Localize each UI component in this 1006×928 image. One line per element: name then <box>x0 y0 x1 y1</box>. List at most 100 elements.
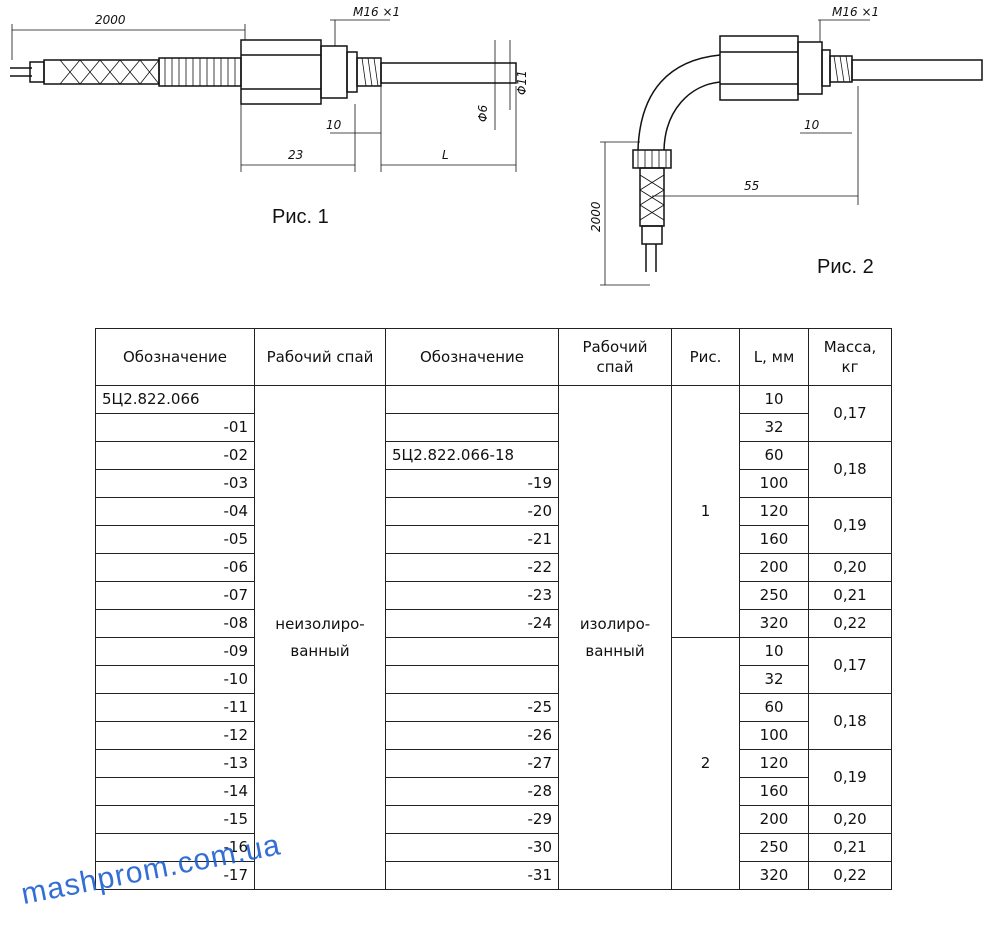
cell-designation-a: -12 <box>95 721 255 750</box>
cell-length: 10 <box>739 637 809 666</box>
cell-junction-a: неизолиро-ванный <box>254 385 386 890</box>
cell-designation-a: -17 <box>95 861 255 890</box>
fig1-dim-inner-diameter: Φ6 <box>476 105 490 122</box>
fig1-dim-outer-diameter: Φ11 <box>515 70 529 95</box>
cell-mass: 0,17 <box>808 385 892 442</box>
cell-length: 100 <box>739 721 809 750</box>
cell-designation-a: -07 <box>95 581 255 610</box>
cell-mass: 0,17 <box>808 637 892 694</box>
cell-mass: 0,20 <box>808 805 892 834</box>
cell-designation-a: 5Ц2.822.066 <box>95 385 255 414</box>
cell-designation-b: -27 <box>385 749 559 778</box>
cell-designation-a: -14 <box>95 777 255 806</box>
cell-length: 250 <box>739 581 809 610</box>
cell-designation-a: -15 <box>95 805 255 834</box>
figure-1-drawing <box>10 19 517 172</box>
header-designation-a: Обозначение <box>95 328 255 386</box>
cell-designation-b <box>385 637 559 666</box>
cell-designation-b <box>385 385 559 414</box>
cell-length: 200 <box>739 805 809 834</box>
cell-mass: 0,19 <box>808 749 892 806</box>
fig1-dim-body: 23 <box>288 148 303 162</box>
cell-designation-b: -29 <box>385 805 559 834</box>
table-row: -12 -26 100 <box>95 721 892 750</box>
cell-length: 60 <box>739 441 809 470</box>
cell-length: 10 <box>739 385 809 414</box>
header-designation-b: Обозначение <box>385 328 559 386</box>
table-row: -10 32 <box>95 665 892 694</box>
cell-mass: 0,18 <box>808 441 892 498</box>
fig2-dim-thread: M16 ×1 <box>832 5 879 19</box>
header-junction-b: Рабочий спай <box>558 328 672 386</box>
cell-mass: 0,20 <box>808 553 892 582</box>
table-row: -03 -19 100 <box>95 469 892 498</box>
header-figure: Рис. <box>671 328 740 386</box>
fig1-dim-thread: M16 ×1 <box>353 5 400 19</box>
figure-2-caption: Рис. 2 <box>817 256 874 278</box>
cell-designation-b: -21 <box>385 525 559 554</box>
cell-designation-b: -26 <box>385 721 559 750</box>
cell-length: 32 <box>739 665 809 694</box>
cell-designation-a: -16 <box>95 833 255 862</box>
cell-designation-a: -09 <box>95 637 255 666</box>
figure-1-caption: Рис. 1 <box>272 206 329 228</box>
specification-table: Обозначение Рабочий спай Обозначение Раб… <box>95 328 892 890</box>
cell-length: 32 <box>739 413 809 442</box>
cell-length: 160 <box>739 777 809 806</box>
cell-mass: 0,22 <box>808 861 892 890</box>
cell-designation-b: -23 <box>385 581 559 610</box>
header-mass: Масса, кг <box>808 328 892 386</box>
cell-designation-b: -19 <box>385 469 559 498</box>
cell-designation-b: -28 <box>385 777 559 806</box>
cell-length: 320 <box>739 861 809 890</box>
cell-designation-b: -22 <box>385 553 559 582</box>
cell-mass: 0,21 <box>808 581 892 610</box>
cell-length: 100 <box>739 469 809 498</box>
cell-mass: 0,19 <box>808 497 892 554</box>
cell-length: 120 <box>739 497 809 526</box>
cell-designation-b: -25 <box>385 693 559 722</box>
cell-designation-a: -10 <box>95 665 255 694</box>
cell-mass: 0,18 <box>808 693 892 750</box>
cell-figure: 2 <box>671 637 740 890</box>
technical-drawings: 2000 M16 ×1 10 23 L Φ11 Φ6 M16 ×1 <box>10 5 983 286</box>
cell-length: 120 <box>739 749 809 778</box>
cell-designation-a: -02 <box>95 441 255 470</box>
cell-junction-b: изолиро-ванный <box>558 385 672 890</box>
fig1-dim-cable-length: 2000 <box>95 13 126 27</box>
table-row: -14 -28 160 <box>95 777 892 806</box>
fig2-dim-cable-length: 2000 <box>589 201 603 232</box>
cell-designation-a: -13 <box>95 749 255 778</box>
cell-designation-b: -24 <box>385 609 559 638</box>
header-length: L, мм <box>739 328 809 386</box>
figure-2-drawing <box>600 19 983 286</box>
cell-length: 160 <box>739 525 809 554</box>
cell-designation-b: -30 <box>385 833 559 862</box>
cell-designation-b: 5Ц2.822.066-18 <box>385 441 559 470</box>
cell-length: 320 <box>739 609 809 638</box>
cell-designation-a: -04 <box>95 497 255 526</box>
cell-designation-a: -08 <box>95 609 255 638</box>
cell-figure: 1 <box>671 385 740 638</box>
cell-designation-b <box>385 665 559 694</box>
fig1-dim-nut-thread: 10 <box>326 118 342 132</box>
cell-designation-a: -03 <box>95 469 255 498</box>
cell-designation-a: -05 <box>95 525 255 554</box>
fig2-dim-offset: 55 <box>744 179 759 193</box>
header-junction-a: Рабочий спай <box>254 328 386 386</box>
cell-mass: 0,21 <box>808 833 892 862</box>
fig1-dim-probe-length: L <box>442 148 449 162</box>
